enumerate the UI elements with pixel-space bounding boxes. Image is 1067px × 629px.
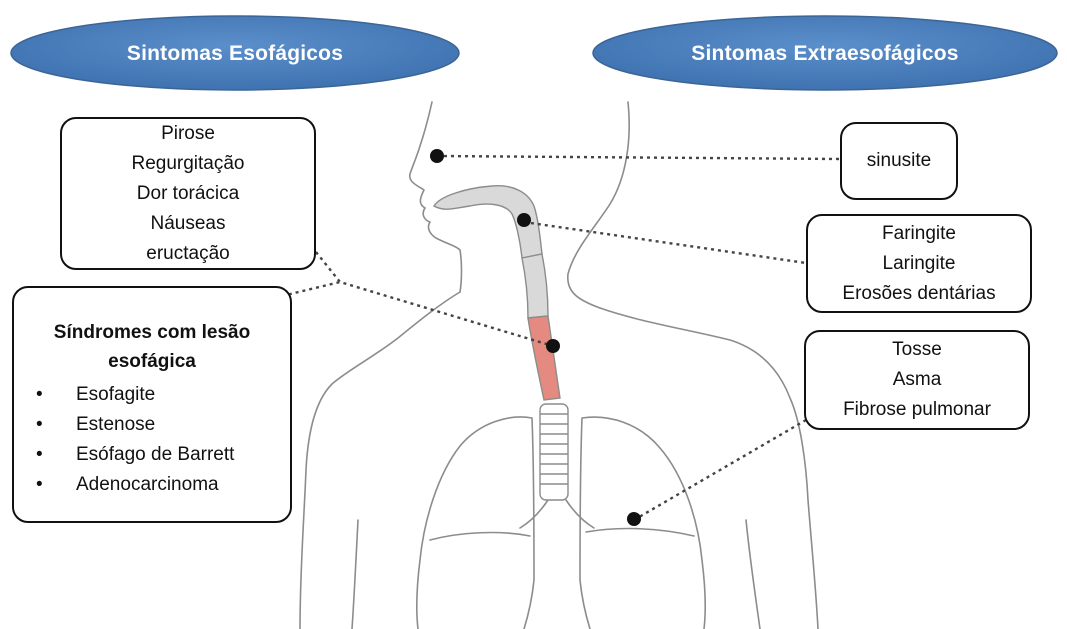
symptom-laryngitis: Laringite xyxy=(883,249,956,279)
symptom-regurgitation: Regurgitação xyxy=(131,149,244,179)
body-outline xyxy=(300,102,818,629)
symptom-eructation: eructação xyxy=(146,239,229,269)
extraesophageal-symptoms-title: Sintomas Extraesofágicos xyxy=(595,18,1055,90)
connector-pharynx xyxy=(524,222,806,263)
trachea xyxy=(540,404,568,500)
list-item: Esófago de Barrett xyxy=(14,440,290,470)
esophageal-symptoms-box: Pirose Regurgitação Dor torácica Náuseas… xyxy=(60,117,316,270)
connector-sinus xyxy=(437,156,840,159)
esophageal-symptoms-title: Sintomas Esofágicos xyxy=(12,18,458,90)
lesion-syndromes-box: Síndromes com lesão esofágica Esofagite … xyxy=(12,286,292,523)
symptom-chest-pain: Dor torácica xyxy=(137,179,239,209)
pharynx xyxy=(522,254,548,318)
list-item: Esofagite xyxy=(14,380,290,410)
symptom-pirose: Pirose xyxy=(161,119,215,149)
pharynx-larynx-box: Faringite Laringite Erosões dentárias xyxy=(806,214,1032,313)
lesion-title-line-2: esofágica xyxy=(42,347,262,376)
lesion-title-line-1: Síndromes com lesão xyxy=(42,318,262,347)
pulmonary-box: Tosse Asma Fibrose pulmonar xyxy=(804,330,1030,430)
symptom-sinusitis: sinusite xyxy=(867,146,931,176)
marker-esophagus xyxy=(546,339,560,353)
list-item: Adenocarcinoma xyxy=(14,470,290,500)
connector-lungs xyxy=(634,420,806,520)
symptom-pulmonary-fibrosis: Fibrose pulmonar xyxy=(843,395,991,425)
marker-lung xyxy=(627,512,641,526)
symptom-pharyngitis: Faringite xyxy=(882,219,956,249)
list-item: Estenose xyxy=(14,410,290,440)
marker-pharynx xyxy=(517,213,531,227)
symptom-nausea: Náuseas xyxy=(151,209,226,239)
lesion-syndromes-title: Síndromes com lesão esofágica xyxy=(42,318,262,376)
sinusitis-box: sinusite xyxy=(840,122,958,200)
marker-sinus xyxy=(430,149,444,163)
esophagus xyxy=(528,316,560,400)
symptom-dental-erosion: Erosões dentárias xyxy=(842,279,995,309)
symptom-cough: Tosse xyxy=(892,335,942,365)
connector-esophageal-box xyxy=(316,252,553,346)
lesion-syndromes-list: Esofagite Estenose Esófago de Barrett Ad… xyxy=(14,380,290,500)
symptom-asthma: Asma xyxy=(893,365,942,395)
connector-lesion-box xyxy=(282,282,340,296)
